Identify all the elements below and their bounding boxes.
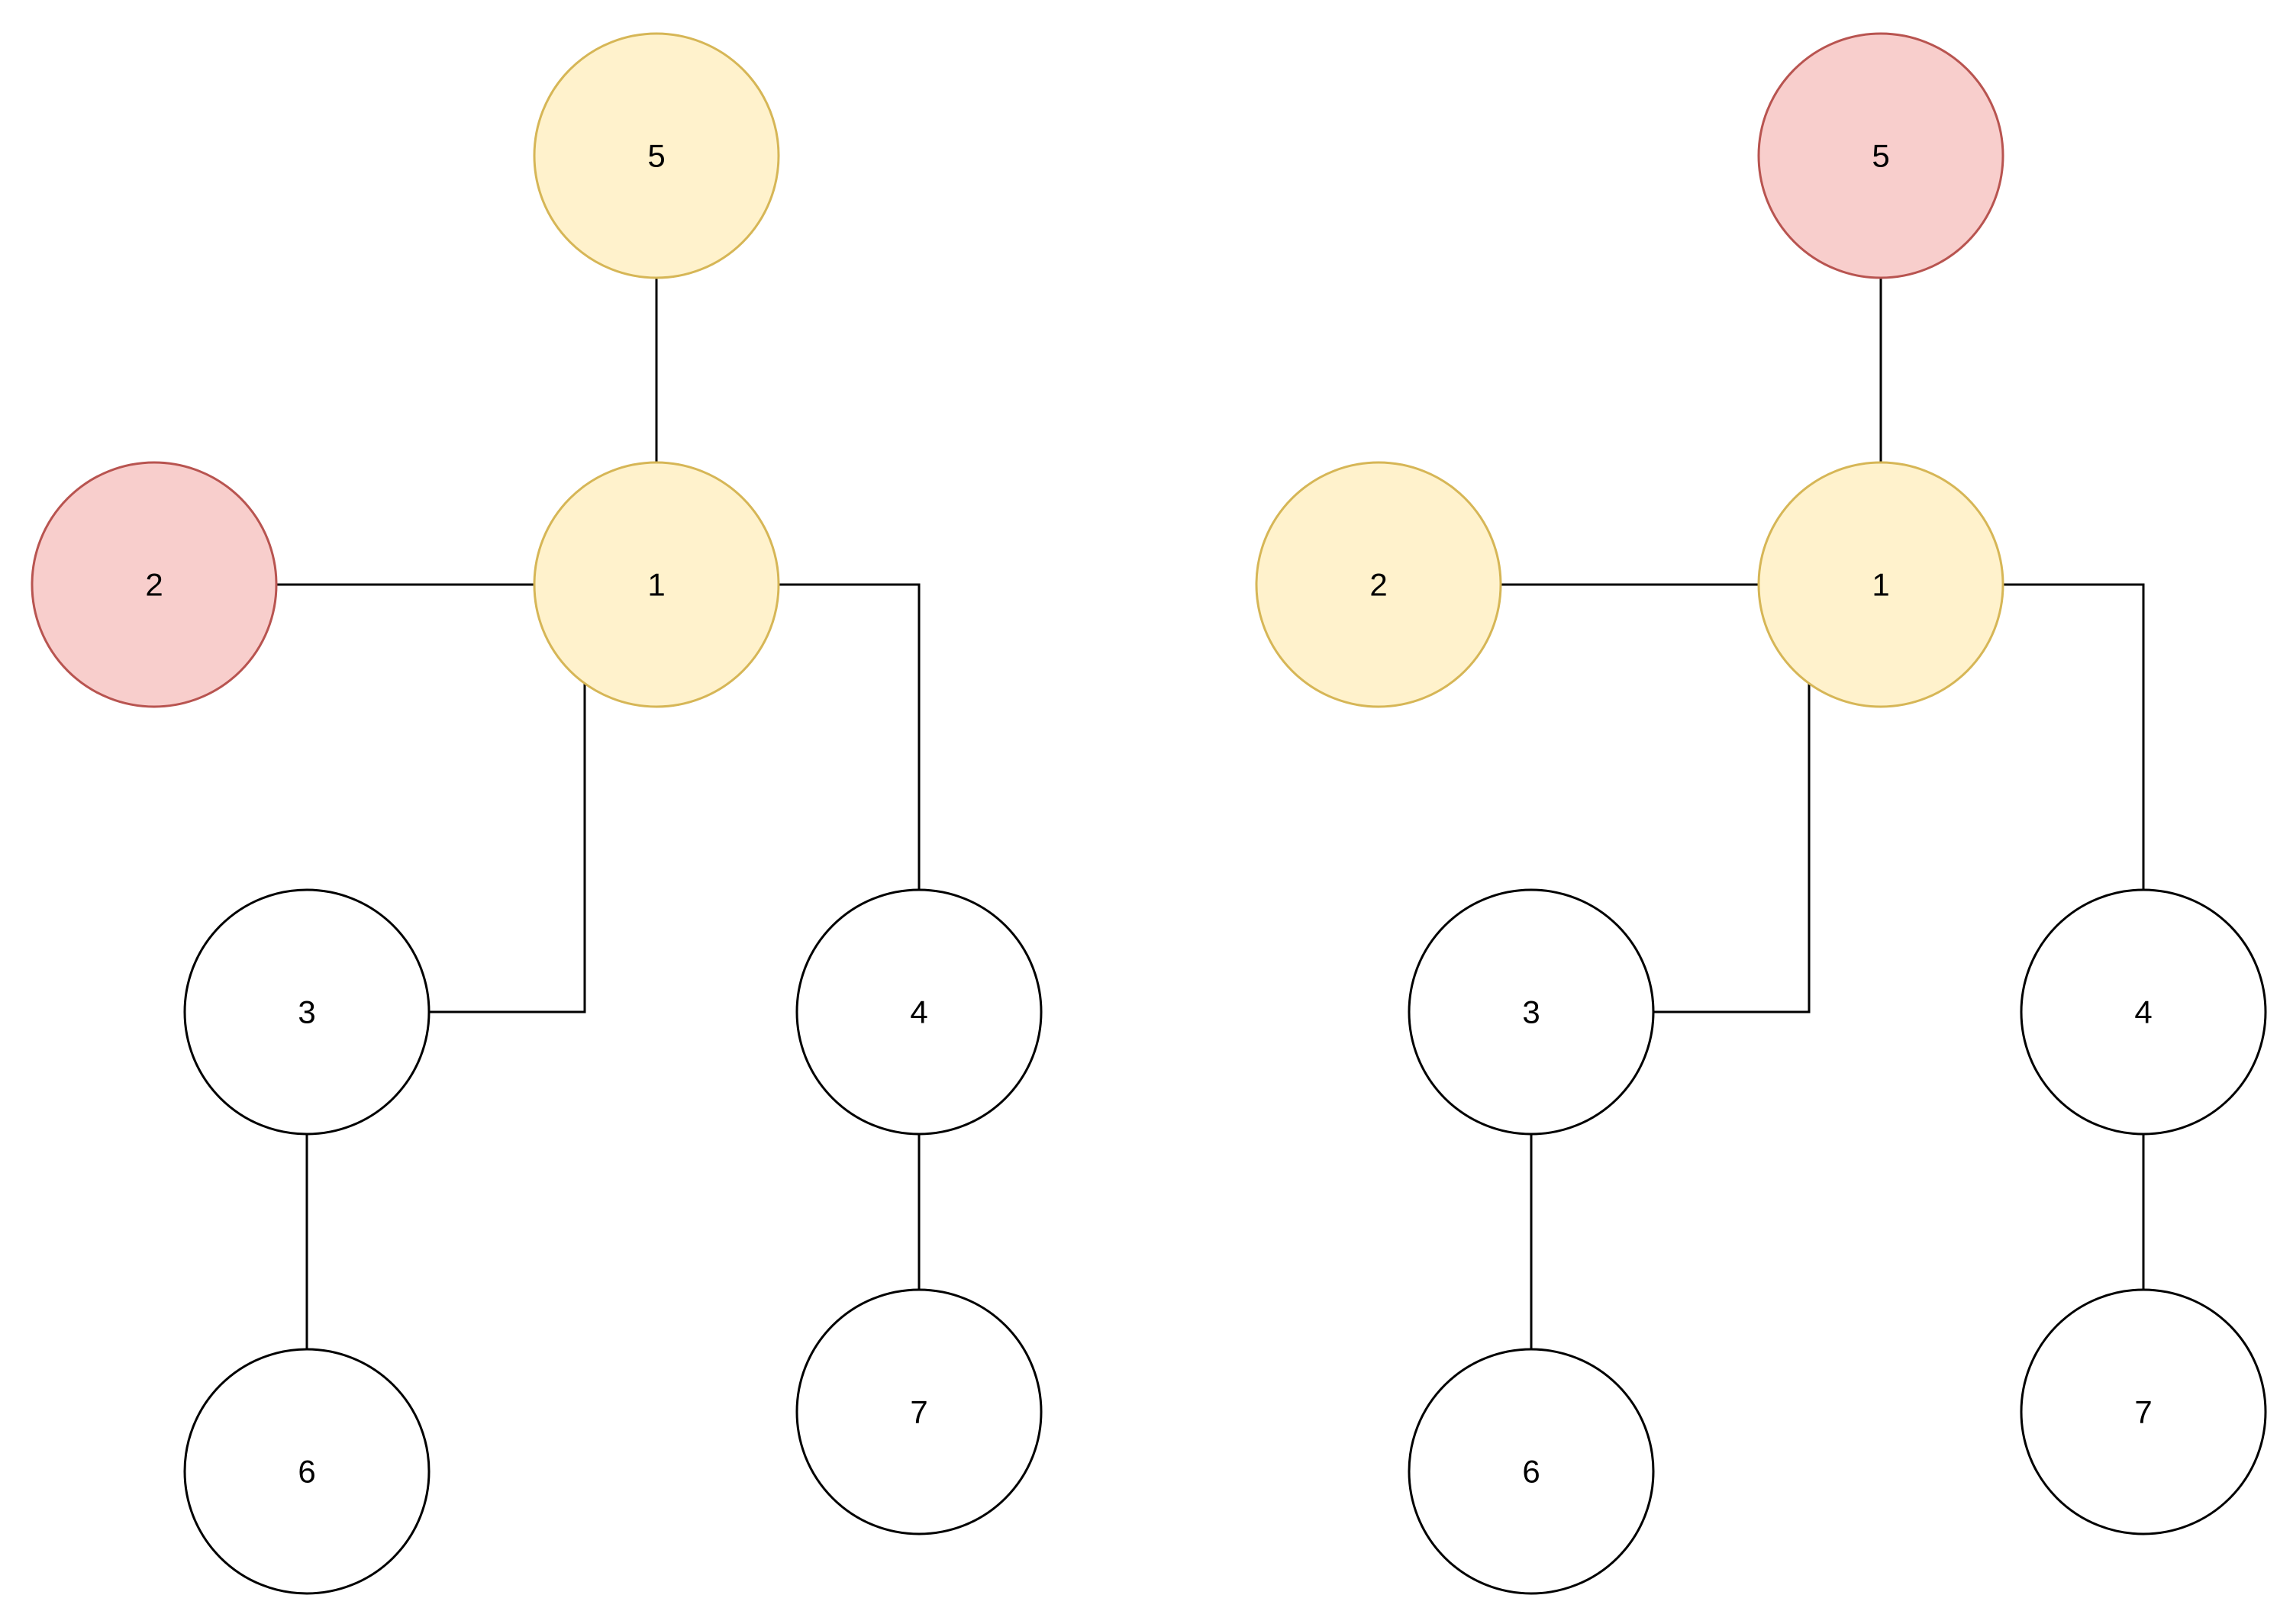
- left-tree-diagram: 5 1 2 3 4 6 7: [31, 32, 1043, 1595]
- left-node-3: 3: [183, 888, 431, 1136]
- right-node-5-label: 5: [1872, 138, 1889, 174]
- right-tree-diagram: 5 1 2 3 4 6 7: [1255, 32, 2267, 1595]
- left-node-4-circle: [795, 888, 1043, 1136]
- right-node-7: 7: [2020, 1288, 2267, 1535]
- left-node-7-label: 7: [910, 1394, 927, 1430]
- left-node-4: 4: [795, 888, 1043, 1136]
- left-node-5-label: 5: [647, 138, 665, 174]
- left-node-2-label: 2: [145, 567, 163, 603]
- left-node-1-circle: [533, 461, 780, 708]
- right-node-6: 6: [1408, 1348, 1655, 1595]
- left-node-5-circle: [533, 32, 780, 279]
- right-node-5-circle: [1757, 32, 2004, 279]
- left-node-7: 7: [795, 1288, 1043, 1535]
- right-node-4: 4: [2020, 888, 2267, 1136]
- left-node-3-label: 3: [298, 994, 315, 1030]
- right-node-7-circle: [2020, 1288, 2267, 1535]
- right-node-4-label: 4: [2134, 994, 2152, 1030]
- right-node-2-circle: [1255, 461, 1502, 708]
- left-node-3-circle: [183, 888, 431, 1136]
- right-node-6-circle: [1408, 1348, 1655, 1595]
- right-node-7-label: 7: [2134, 1394, 2152, 1430]
- left-edge-1-4: [779, 583, 921, 890]
- left-node-5: 5: [533, 32, 780, 279]
- right-node-2-label: 2: [1369, 567, 1387, 603]
- left-node-1-label: 1: [647, 567, 665, 603]
- left-node-6-label: 6: [298, 1454, 315, 1490]
- right-node-2: 2: [1255, 461, 1502, 708]
- right-edge-1-3: [1653, 682, 1811, 1013]
- right-node-6-label: 6: [1522, 1454, 1540, 1490]
- right-node-3-circle: [1408, 888, 1655, 1136]
- right-node-5: 5: [1757, 32, 2004, 279]
- right-node-1: 1: [1757, 461, 2004, 708]
- left-node-6-circle: [183, 1348, 431, 1595]
- right-node-1-label: 1: [1872, 567, 1889, 603]
- left-node-7-circle: [795, 1288, 1043, 1535]
- left-node-2: 2: [31, 461, 278, 708]
- right-node-4-circle: [2020, 888, 2267, 1136]
- left-node-4-label: 4: [910, 994, 927, 1030]
- right-node-3: 3: [1408, 888, 1655, 1136]
- right-node-3-label: 3: [1522, 994, 1540, 1030]
- left-node-6: 6: [183, 1348, 431, 1595]
- left-node-2-circle: [31, 461, 278, 708]
- right-edge-1-4: [2003, 583, 2145, 890]
- left-edge-1-3: [429, 682, 586, 1013]
- left-node-1: 1: [533, 461, 780, 708]
- right-node-1-circle: [1757, 461, 2004, 708]
